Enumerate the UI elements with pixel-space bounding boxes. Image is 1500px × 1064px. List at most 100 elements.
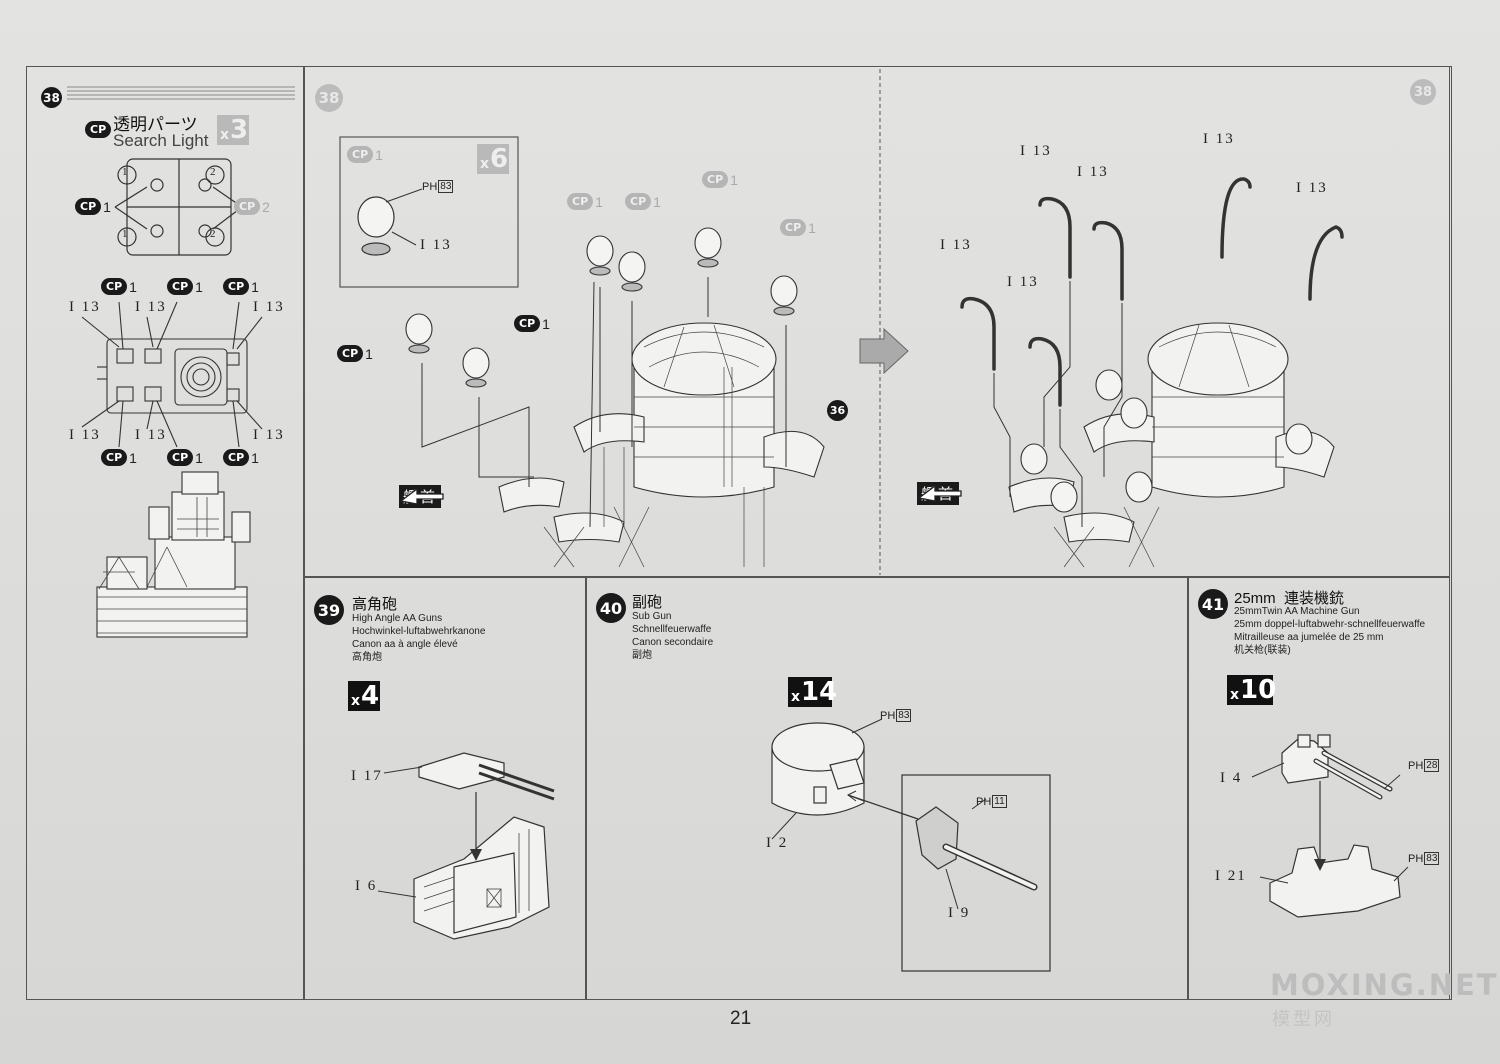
ref-step-36: 36 [827, 400, 848, 421]
cp-number: 1 [251, 449, 259, 466]
cp-number: 1 [730, 171, 738, 188]
step41-title: 25mm 連装機銃 [1234, 590, 1345, 607]
cp-pill: CP [223, 449, 250, 466]
cp-pill: CP [223, 278, 250, 295]
qty-n: 6 [490, 144, 509, 174]
cp-pill: CP [780, 219, 807, 236]
step40-subtitle: Sub Gun Schnellfeuerwaffe Canon secondai… [632, 611, 714, 661]
ph-prefix: PH [1408, 759, 1424, 772]
bow-arrow-icon [399, 487, 444, 505]
step41-pane: 41 25mm 連装機銃 25mmTwin AA Machine Gun 25m… [1187, 576, 1450, 1000]
step41-subtitle: 25mmTwin AA Machine Gun 25mm doppel-luft… [1234, 606, 1426, 656]
ph-box: 83 [438, 180, 454, 193]
qty-x: x [791, 689, 801, 705]
cp-pill: CP [702, 171, 729, 188]
cp-number: 1 [129, 278, 137, 295]
deck-part-i13-b: I 13 [135, 299, 167, 315]
deck-part-i13-c: I 13 [253, 299, 285, 315]
step38-left-drawing [67, 86, 295, 638]
ph-prefix: PH [1408, 852, 1424, 865]
watermark-sub: 模型网 [1272, 1009, 1335, 1029]
ph-prefix: PH [422, 180, 438, 193]
part-i21-label: I 21 [1215, 868, 1247, 884]
circle-label-1: 1 [122, 166, 128, 178]
step38-main-drawing [339, 69, 1344, 575]
cp-pill: CP [625, 193, 652, 210]
circle-label-2: 2 [210, 166, 216, 178]
step40-number: 40 [596, 593, 626, 623]
ph-prefix: PH [976, 795, 992, 808]
step38-main-number: 38 [315, 84, 343, 112]
cp-number: 1 [653, 193, 661, 210]
cp-pill: CP [514, 315, 541, 332]
step38-left-title-en: Search Light [113, 131, 209, 150]
deck-part-i13-a: I 13 [69, 299, 101, 315]
step40-title: 副砲 [632, 594, 663, 611]
step38-right-number: 38 [1410, 79, 1436, 105]
cp-pill: CP [337, 345, 364, 362]
circle-label-1b: 1 [122, 228, 128, 240]
cp-pill: CP [234, 198, 261, 215]
qty-x: x [220, 127, 230, 143]
rail-i13-e: I 13 [940, 237, 972, 253]
step41-number: 41 [1198, 589, 1228, 619]
page-number: 21 [730, 1008, 752, 1029]
ph-box: 83 [896, 709, 912, 722]
deck-part-i13-d: I 13 [69, 427, 101, 443]
part-i2-label: I 2 [766, 835, 789, 851]
cp-pill: CP [101, 449, 128, 466]
qty-n: 4 [361, 681, 380, 711]
cp-pill: CP [167, 449, 194, 466]
qty-x: x [351, 693, 361, 709]
ph-box: 11 [992, 795, 1007, 808]
step39-title: 高角砲 [352, 596, 398, 613]
cp-number: 1 [365, 345, 373, 362]
step39-pane: 39 高角砲 High Angle AA Guns Hochwinkel-luf… [303, 576, 587, 1000]
cp-number: 1 [375, 146, 383, 163]
ph-box: 83 [1424, 852, 1440, 865]
cp-number: 1 [542, 315, 550, 332]
part-i9-label: I 9 [948, 905, 971, 921]
step39-quantity-badge: x 4 [348, 681, 380, 711]
part-i6-label: I 6 [355, 878, 378, 894]
bow-arrow-icon [917, 484, 962, 502]
cp-pill: CP [167, 278, 194, 295]
step41-drawing [1251, 734, 1409, 918]
step40-pane: 40 副砲 Sub Gun Schnellfeuerwaffe Canon se… [585, 576, 1189, 1000]
cp-number: 1 [129, 449, 137, 466]
circle-label-2b: 2 [210, 228, 216, 240]
step39-subtitle: High Angle AA Guns Hochwinkel-luftabwehr… [352, 613, 486, 663]
deck-part-i13-f: I 13 [253, 427, 285, 443]
rail-i13-d: I 13 [1296, 180, 1328, 196]
step41-quantity-badge: x 10 [1227, 675, 1276, 705]
rail-i13-a: I 13 [1020, 143, 1052, 159]
cp-number: 1 [595, 193, 603, 210]
step38-main-quantity-badge: x 6 [477, 144, 509, 174]
qty-x: x [1230, 687, 1240, 703]
cp-number: 1 [195, 278, 203, 295]
deck-part-i13-e: I 13 [135, 427, 167, 443]
step39-drawing [377, 752, 555, 940]
step38-left-cp-badge: CP [85, 121, 113, 138]
rail-i13-c: I 13 [1203, 131, 1235, 147]
step38-left-title-ja: 透明パーツ [113, 115, 198, 134]
step39-number: 39 [314, 595, 344, 625]
step38-left-number: 38 [41, 87, 62, 108]
ph-prefix: PH [880, 709, 896, 722]
